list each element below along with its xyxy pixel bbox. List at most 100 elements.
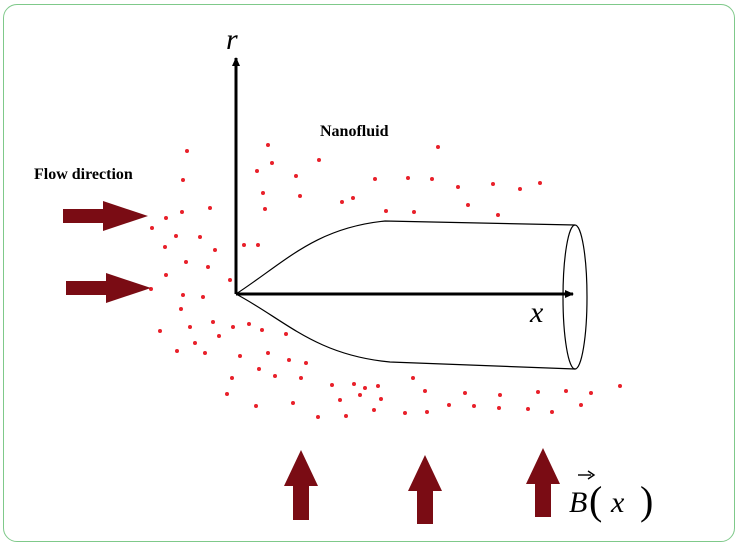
field-argument: x <box>610 486 625 519</box>
nanoparticle-dot <box>270 161 274 165</box>
nanoparticle-dot <box>158 329 162 333</box>
nanoparticle-dot <box>466 203 470 207</box>
nanoparticle-dot <box>456 185 460 189</box>
nanoparticle-dot <box>256 243 260 247</box>
nanoparticle-dot <box>175 349 179 353</box>
nanoparticle-dot <box>564 389 568 393</box>
nanoparticle-dot <box>188 325 192 329</box>
nanoparticle-dot <box>351 196 355 200</box>
field-open-paren: ( <box>589 478 602 523</box>
nanoparticle-dot <box>536 390 540 394</box>
body-upper-profile <box>235 220 576 295</box>
field-arrow-right <box>526 448 560 517</box>
nanoparticle-dot <box>406 176 410 180</box>
nanoparticle-dot <box>185 149 189 153</box>
nanoparticle-dot <box>193 341 197 345</box>
field-close-paren: ) <box>640 478 653 523</box>
flow-arrow-lower <box>66 273 151 303</box>
nanoparticle-dot <box>436 145 440 149</box>
nanoparticle-dot <box>263 207 267 211</box>
nanoparticle-dot <box>330 383 334 387</box>
nanoparticle-dot <box>164 273 168 277</box>
nanoparticle-dot <box>498 393 502 397</box>
flow-arrow-upper <box>63 201 148 231</box>
body-lower-profile <box>235 293 576 370</box>
magnetic-field-label: B ( x ) <box>569 470 653 523</box>
nanoparticle-cloud <box>149 143 622 419</box>
nanoparticle-dot <box>403 411 407 415</box>
nanoparticle-dot <box>372 408 376 412</box>
nanoparticle-dot <box>496 213 500 217</box>
nanoparticle-dot <box>294 174 298 178</box>
nanoparticle-dot <box>579 403 583 407</box>
nanoparticle-dot <box>203 351 207 355</box>
nanoparticle-dot <box>255 169 259 173</box>
nanoparticle-dot <box>344 414 348 418</box>
nanoparticle-dot <box>213 248 217 252</box>
nanoparticle-dot <box>228 278 232 282</box>
nanoparticle-dot <box>411 376 415 380</box>
nanoparticle-dot <box>231 325 235 329</box>
nanoparticle-dot <box>376 384 380 388</box>
nanoparticle-dot <box>181 178 185 182</box>
nanoparticle-dot <box>174 234 178 238</box>
nanoparticle-dot <box>538 181 542 185</box>
nanoparticle-dot <box>425 410 429 414</box>
nanoparticle-dot <box>260 328 264 332</box>
nanoparticle-dot <box>589 391 593 395</box>
body-end-cross-section <box>562 224 588 370</box>
nanoparticle-dot <box>472 404 476 408</box>
nanoparticle-dot <box>225 392 229 396</box>
nanoparticle-dot <box>201 295 205 299</box>
field-arrow-left <box>284 450 318 520</box>
nanoparticle-dot <box>291 401 295 405</box>
nanoparticle-dot <box>164 216 168 220</box>
nanoparticle-dot <box>423 389 427 393</box>
nanoparticle-dot <box>273 374 277 378</box>
nanoparticle-dot <box>526 407 530 411</box>
nanoparticle-dot <box>338 398 342 402</box>
field-symbol: B <box>569 486 587 519</box>
figure-frame <box>3 4 735 542</box>
nanoparticle-dot <box>317 158 321 162</box>
nanoparticle-dot <box>254 404 258 408</box>
nanoparticle-dot <box>284 332 288 336</box>
nanoparticle-dot <box>230 376 234 380</box>
nanoparticle-dot <box>340 200 344 204</box>
nanoparticle-dot <box>184 260 188 264</box>
nanoparticle-dot <box>180 210 184 214</box>
nanoparticle-dot <box>150 226 154 230</box>
nanoparticle-dot <box>447 403 451 407</box>
nanoparticle-dot <box>518 187 522 191</box>
nanoparticle-dot <box>266 143 270 147</box>
nanoparticle-dot <box>298 194 302 198</box>
r-axis-label: r <box>226 23 238 56</box>
nanoparticle-dot <box>304 361 308 365</box>
nanoparticle-dot <box>257 367 261 371</box>
nanoparticle-dot <box>358 393 362 397</box>
nanoparticle-dot <box>550 410 554 414</box>
nanoparticle-dot <box>261 191 265 195</box>
nanoparticle-dot <box>242 243 246 247</box>
nanoparticle-dot <box>384 209 388 213</box>
nanoparticle-dot <box>491 182 495 186</box>
nanoparticle-dot <box>379 397 383 401</box>
nanoparticle-dot <box>299 376 303 380</box>
nanoparticle-dot <box>217 334 221 338</box>
nanoparticle-dot <box>412 210 416 214</box>
field-arrow-middle <box>408 455 442 524</box>
nanoparticle-dot <box>198 235 202 239</box>
nanoparticle-dot <box>181 293 185 297</box>
nanoparticle-dot <box>497 406 501 410</box>
nanoparticle-dot <box>352 382 356 386</box>
nanoparticle-dot <box>163 245 167 249</box>
nanoparticle-dot <box>373 177 377 181</box>
nanoparticle-dot <box>463 391 467 395</box>
nanoparticle-dot <box>206 265 210 269</box>
nanoparticle-dot <box>266 351 270 355</box>
nanoparticle-dot <box>179 307 183 311</box>
flow-direction-label: Flow direction <box>34 166 133 183</box>
nanofluid-label: Nanofluid <box>320 123 389 140</box>
nanoparticle-dot <box>208 206 212 210</box>
